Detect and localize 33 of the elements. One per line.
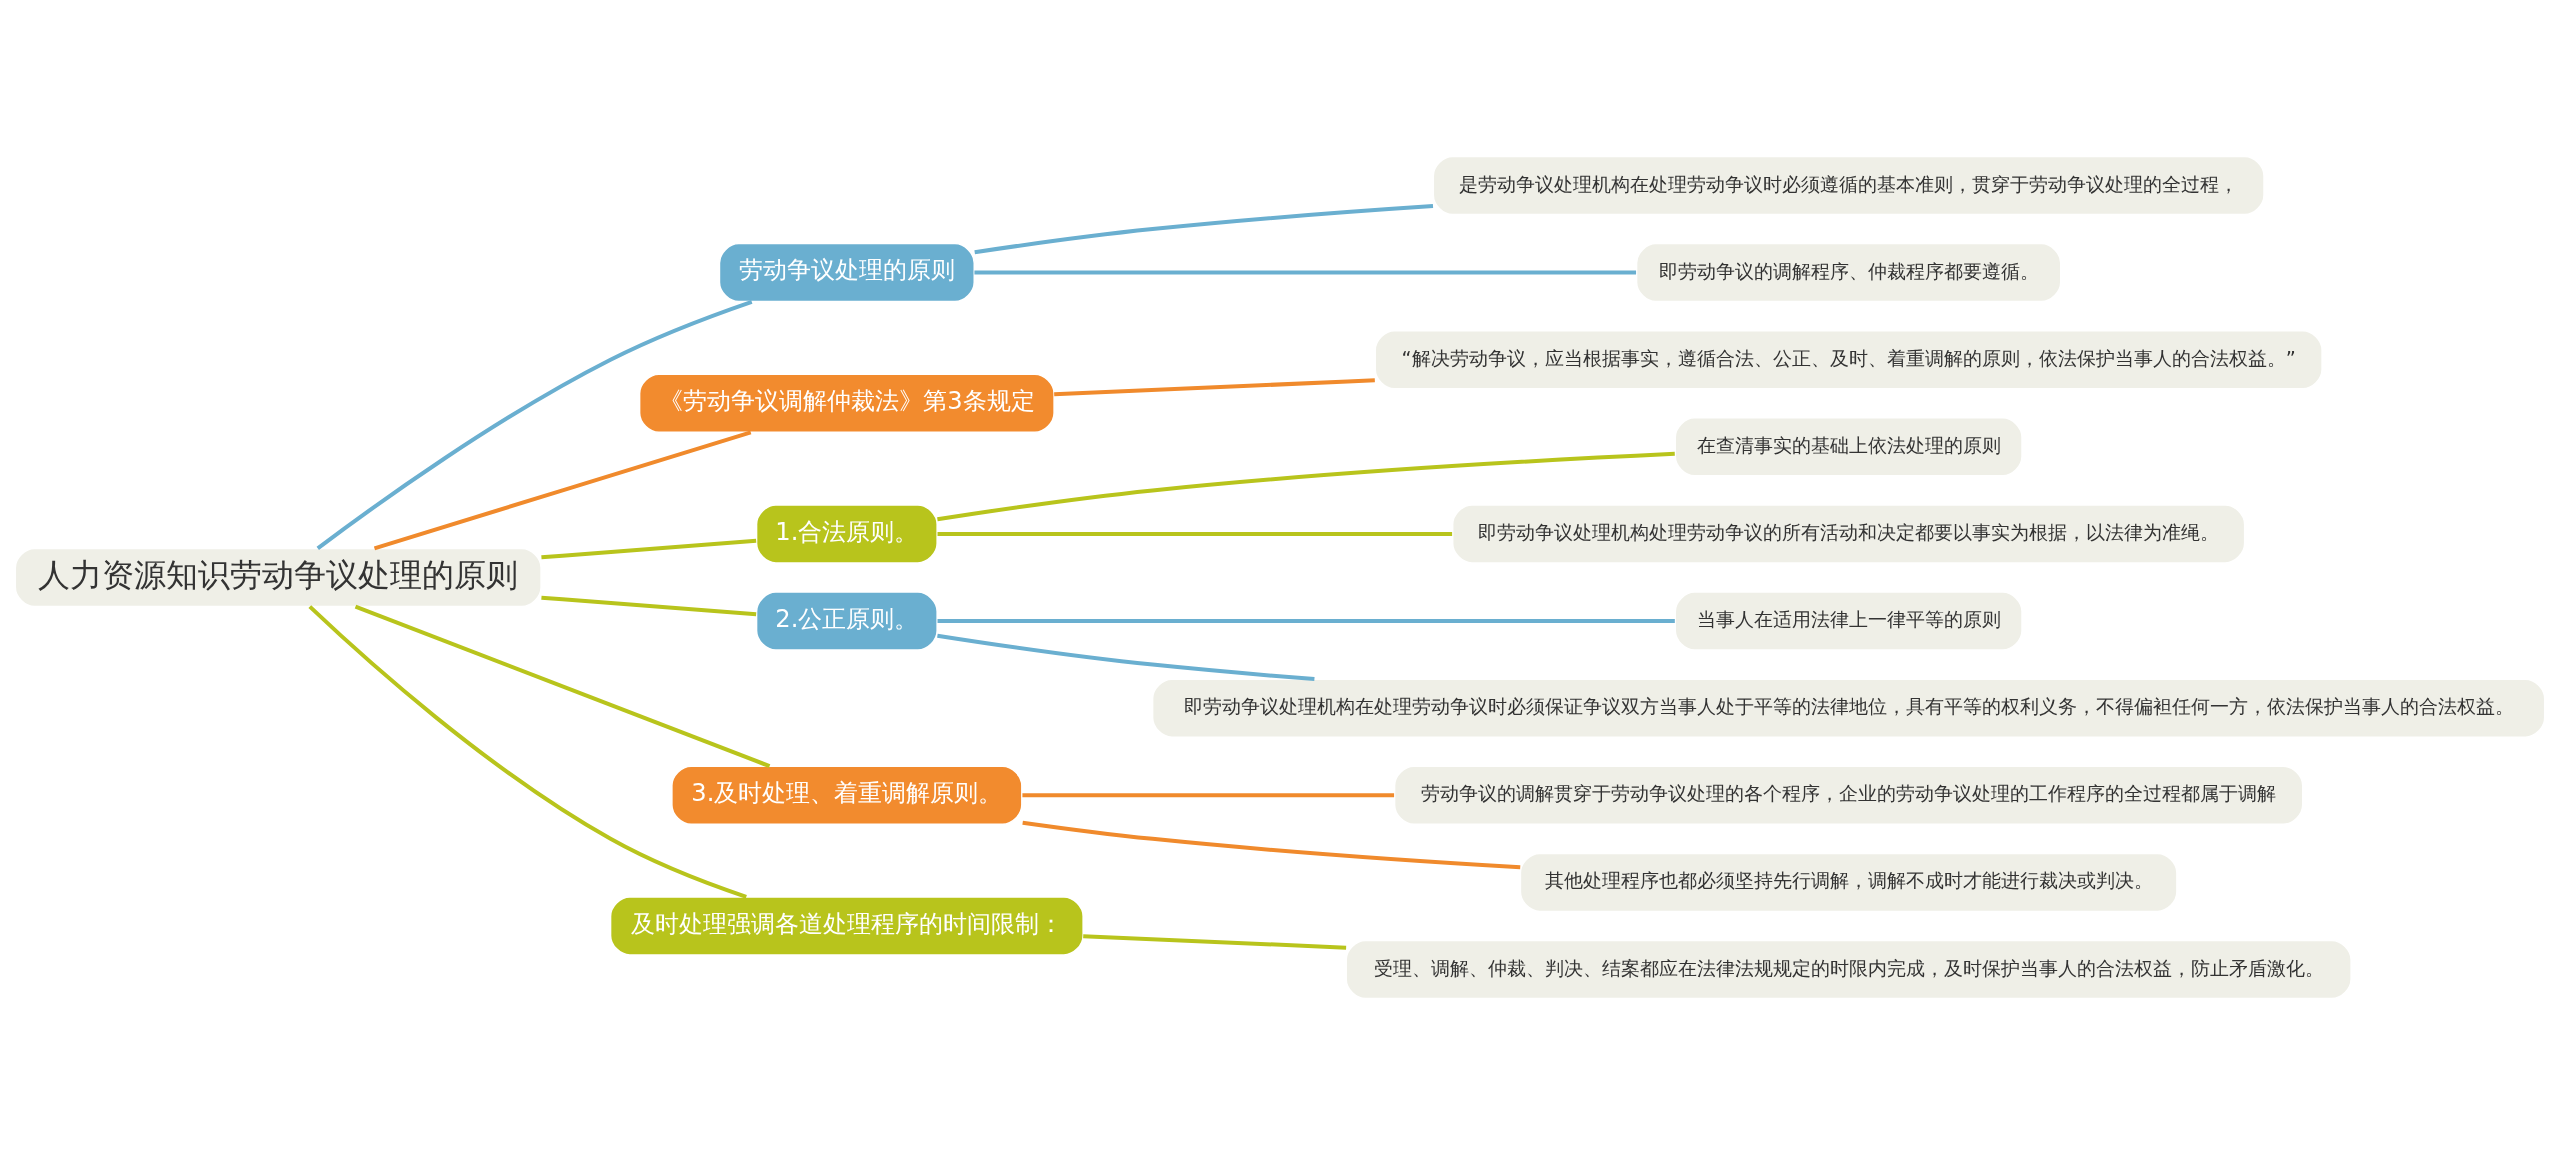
connector	[937, 451, 1675, 521]
node-box: 2.公正原则。	[755, 590, 938, 651]
connector	[316, 299, 753, 550]
connector	[937, 633, 1315, 681]
connector	[1054, 377, 1375, 396]
node-box: 即劳动争议处理机构在处理劳动争议时必须保证争议双方当事人处于平等的法律地位，具有平等的权利义务，不得偏袒任何一方，依法保护当事人的合法权益。	[1151, 677, 2546, 738]
node-box: 是劳动争议处理机构在处理劳动争议时必须遵循的基本准则，贯穿于劳动争议处理的全过程，	[1432, 155, 2265, 215]
connector	[308, 604, 747, 899]
node-box: 即劳动争议处理机构处理劳动争议的所有活动和决定都要以事实为根据，以法律为准绳。	[1451, 503, 2246, 564]
connector	[541, 538, 757, 559]
connector	[974, 203, 1434, 254]
connector	[373, 429, 752, 550]
node-box: 1.合法原则。	[755, 503, 938, 564]
connector	[937, 618, 1675, 623]
node-box: 其他处理程序也都必须坚持先行调解，调解不成时才能进行裁决或判决。	[1519, 852, 2178, 912]
connector	[541, 595, 757, 616]
node-box: 《劳动争议调解仲裁法》第3条规定	[638, 372, 1055, 433]
node-box: 受理、调解、仲裁、判决、结案都应在法律法规规定的时限内完成，及时保护当事人的合法权益，防止矛盾激化。	[1345, 939, 2352, 999]
connector	[1022, 792, 1395, 797]
node-box: 当事人在适用法律上一律平等的原则	[1674, 590, 2023, 651]
node-box: 人力资源知识劳动争议处理的原则	[14, 547, 542, 607]
connector	[1083, 933, 1347, 950]
connector	[1022, 820, 1521, 869]
node-box: “解决劳动争议，应当根据事实，遵循合法、公正、及时、着重调解的原则，依法保护当事人的合法权益。”	[1374, 329, 2323, 390]
node-box: 劳动争议处理的原则	[718, 242, 976, 302]
connector	[354, 604, 771, 768]
node-box: 劳动争议的调解贯穿于劳动争议处理的各个程序，企业的劳动争议处理的工作程序的全过程都属于调解	[1393, 764, 2304, 825]
node-box: 3.及时处理、着重调解原则。	[671, 764, 1023, 825]
node-box: 在查清事实的基础上依法处理的原则	[1674, 416, 2023, 477]
connector	[974, 270, 1637, 275]
node-box: 即劳动争议的调解程序、仲裁程序都要遵循。	[1635, 242, 2062, 302]
connector	[937, 531, 1453, 536]
node-box: 及时处理强调各道处理程序的时间限制：	[609, 895, 1084, 956]
